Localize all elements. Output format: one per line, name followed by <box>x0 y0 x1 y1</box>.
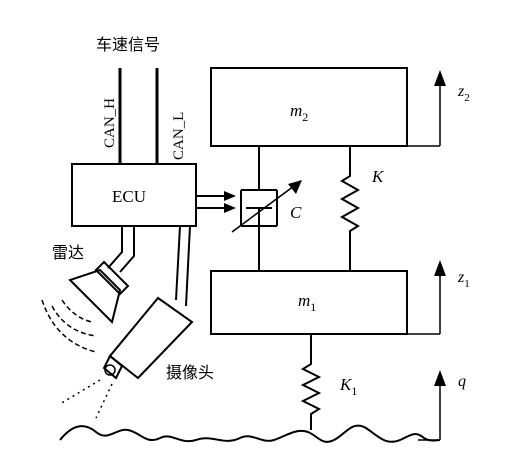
damper <box>231 146 302 271</box>
road-input-arrow <box>418 370 446 441</box>
sprung-mass-box <box>210 67 408 147</box>
can-h-label: CAN_H <box>102 98 118 148</box>
z2-label: z2 <box>457 83 470 104</box>
vehicle-speed-signal-label: 车速信号 <box>96 35 160 54</box>
ecu-to-damper-signal <box>196 191 236 213</box>
can-bus-lines <box>118 68 159 164</box>
can-l-label: CAN_L <box>171 112 187 160</box>
unsprung-mass-box <box>210 270 408 335</box>
z2-arrow <box>408 70 446 147</box>
sprung-mass-label: m2 <box>290 101 308 124</box>
camera-label: 摄像头 <box>166 363 214 382</box>
road-input-label: q <box>458 373 466 390</box>
tire-spring-label: K1 <box>339 375 357 398</box>
radar-label: 雷达 <box>52 243 84 262</box>
tire-spring <box>300 334 322 430</box>
ecu-label: ECU <box>112 187 146 206</box>
damper-label: C <box>290 203 302 222</box>
radar-sensor <box>41 226 135 353</box>
unsprung-mass-label: m1 <box>298 291 316 314</box>
road-profile <box>59 424 441 443</box>
camera-sensor <box>59 225 194 419</box>
suspension-spring-label: K <box>371 167 385 186</box>
suspension-spring <box>339 146 361 271</box>
z1-label: z1 <box>457 269 470 290</box>
z1-arrow <box>408 260 446 335</box>
